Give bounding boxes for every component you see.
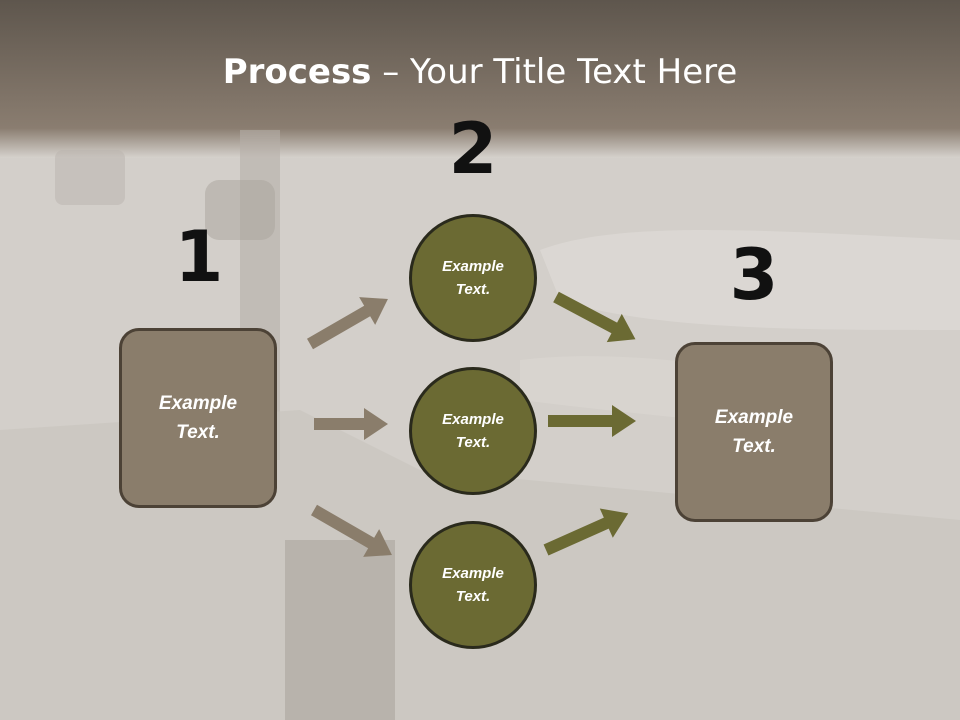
step-2-circle-top: Example Text. xyxy=(409,214,537,342)
step-2-circle-middle: Example Text. xyxy=(409,367,537,495)
slide-title: Process – Your Title Text Here xyxy=(0,52,960,92)
title-rest-part: – Your Title Text Here xyxy=(371,52,738,92)
title-bold-part: Process xyxy=(222,52,372,92)
step-number-2: 2 xyxy=(448,108,498,190)
step-3-box: Example Text. xyxy=(675,342,833,522)
step-number-3: 3 xyxy=(729,234,779,316)
step-1-box: Example Text. xyxy=(119,328,277,508)
step-number-1: 1 xyxy=(174,216,224,298)
step-2-circle-bottom: Example Text. xyxy=(409,521,537,649)
